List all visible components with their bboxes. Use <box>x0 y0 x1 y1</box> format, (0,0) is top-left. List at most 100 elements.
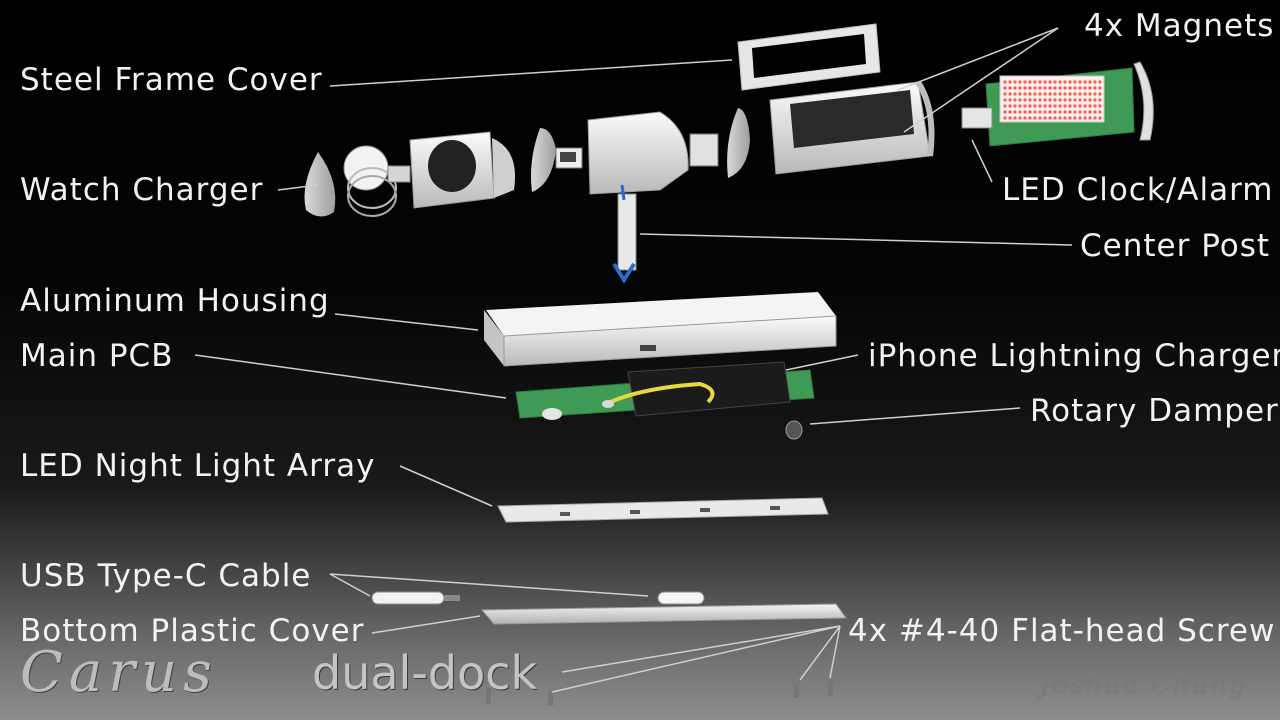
led-dot <box>1008 86 1012 90</box>
led-dot <box>1073 104 1077 108</box>
led-dot <box>1003 86 1007 90</box>
led-dot <box>1013 104 1017 108</box>
led-dot <box>1053 98 1057 102</box>
led-dot <box>1023 80 1027 84</box>
label-led-clock-alarm: LED Clock/Alarm <box>1002 172 1274 208</box>
led-dot <box>1023 92 1027 96</box>
led-dot <box>1053 110 1057 114</box>
led-dot <box>1083 98 1087 102</box>
led-dot <box>1098 86 1102 90</box>
led-dot <box>1028 80 1032 84</box>
led-dot <box>1048 104 1052 108</box>
led-dot <box>1008 116 1012 120</box>
label-watch-charger: Watch Charger <box>20 172 264 208</box>
led-dot <box>1058 92 1062 96</box>
led-dot <box>1003 80 1007 84</box>
led-dot <box>1098 98 1102 102</box>
led-dot <box>1038 92 1042 96</box>
led-dot <box>1008 110 1012 114</box>
led-dot <box>1073 86 1077 90</box>
led-dot <box>1003 110 1007 114</box>
led-dot <box>1038 110 1042 114</box>
led-dot <box>1083 104 1087 108</box>
led-dot <box>1083 110 1087 114</box>
led-dot <box>1038 116 1042 120</box>
led-dot <box>1023 104 1027 108</box>
led-dot <box>1003 104 1007 108</box>
label-usb-type-c-cable: USB Type-C Cable <box>20 558 312 594</box>
led-dot <box>1013 86 1017 90</box>
led-dot <box>1063 80 1067 84</box>
led-dot <box>1043 110 1047 114</box>
product-name: dual-dock <box>312 646 538 700</box>
label-flat-head-screws: 4x #4-40 Flat-head Screw <box>848 613 1276 649</box>
led-dot <box>1028 110 1032 114</box>
led-dot <box>1088 80 1092 84</box>
led-dot <box>1098 92 1102 96</box>
label-bottom-plastic-cover: Bottom Plastic Cover <box>20 613 365 649</box>
led-dot <box>1043 98 1047 102</box>
led-dot <box>1088 92 1092 96</box>
led-dot <box>1063 116 1067 120</box>
label-led-night-light-array: LED Night Light Array <box>20 448 376 484</box>
led-dot <box>1083 80 1087 84</box>
brand-logo: Carus <box>20 640 218 705</box>
steel-frame-cover-part <box>737 23 881 91</box>
clock-housing-part <box>769 80 935 175</box>
led-dot <box>1098 110 1102 114</box>
led-dot <box>1033 104 1037 108</box>
label-magnets: 4x Magnets <box>1084 8 1275 44</box>
leader-lines <box>194 27 1073 693</box>
led-dot <box>1053 104 1057 108</box>
led-dot <box>1043 86 1047 90</box>
led-dot <box>1008 80 1012 84</box>
led-clock-pcb-part <box>961 61 1154 147</box>
led-dot <box>1008 98 1012 102</box>
led-dot <box>1083 86 1087 90</box>
led-dot <box>1033 98 1037 102</box>
led-dot <box>1038 86 1042 90</box>
led-dot <box>1013 80 1017 84</box>
led-dot <box>1068 98 1072 102</box>
led-dot <box>1078 104 1082 108</box>
led-dot <box>1038 104 1042 108</box>
led-dot <box>1088 98 1092 102</box>
led-dot <box>1073 92 1077 96</box>
led-dot <box>1093 116 1097 120</box>
led-dot <box>1093 92 1097 96</box>
led-night-light-part <box>497 497 829 523</box>
led-dot <box>1043 92 1047 96</box>
led-dot <box>1018 80 1022 84</box>
led-dot <box>1038 98 1042 102</box>
led-dot <box>1023 98 1027 102</box>
author-signature: Joshua Chung <box>1040 670 1248 700</box>
led-dot <box>1053 92 1057 96</box>
led-dot <box>1063 86 1067 90</box>
led-dot <box>1018 92 1022 96</box>
led-dot <box>1018 116 1022 120</box>
label-main-pcb: Main PCB <box>20 338 174 374</box>
led-dot <box>1043 104 1047 108</box>
led-dot <box>1048 80 1052 84</box>
led-dot <box>1033 80 1037 84</box>
led-dot <box>1093 110 1097 114</box>
led-dot <box>1073 110 1077 114</box>
led-dot <box>1068 104 1072 108</box>
led-dot <box>1058 98 1062 102</box>
label-steel-frame-cover: Steel Frame Cover <box>20 62 323 98</box>
led-dot <box>1063 98 1067 102</box>
led-dot <box>1068 92 1072 96</box>
led-dot <box>1088 116 1092 120</box>
screws-part <box>486 680 833 706</box>
led-dot <box>1063 110 1067 114</box>
led-dot <box>1098 104 1102 108</box>
led-dot <box>1068 116 1072 120</box>
led-dot <box>1013 116 1017 120</box>
led-dot <box>1098 116 1102 120</box>
led-dot <box>1018 86 1022 90</box>
watch-charger-part <box>304 131 516 217</box>
led-dot <box>1013 98 1017 102</box>
led-dot <box>1058 80 1062 84</box>
led-dot <box>1073 80 1077 84</box>
led-dot <box>1023 86 1027 90</box>
